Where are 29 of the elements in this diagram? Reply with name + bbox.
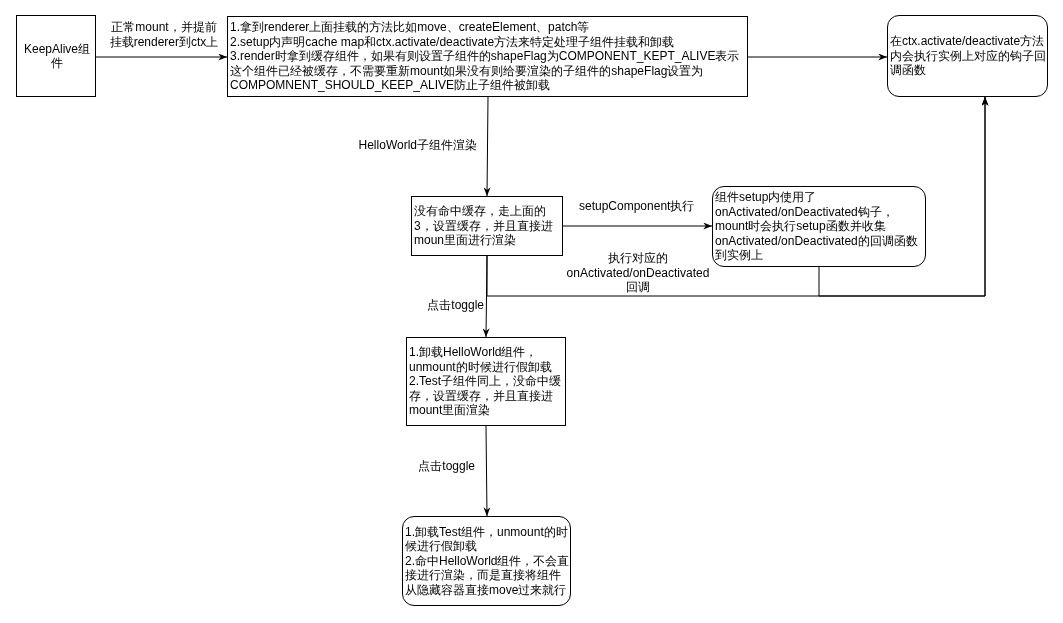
box-text: KeepAlive组件 [22, 41, 91, 71]
rounded-box [402, 516, 571, 606]
box-text: 2.Test子组件同上，没命中缓存，设置缓存，并且直接进mount里面渲染 [409, 374, 562, 418]
box-text: 2.命中HelloWorld组件，不会直接进行渲染，而是直接将组件从隐藏容器直接move过来就行 [405, 553, 570, 598]
box-text: 3.render时拿到缓存组件，如果有则设置子组件的shapeFlag为COMPONENT_KEPT_ALIVE表示这个组件已经被缓存，不需要重新mount如果没有则给要渲染的子组件的shapeFlag设置为COMPOMNENT_SHOULD_KEEP_ALIVE防止子组件被卸载 [230, 49, 741, 93]
edge-label: 点击toggle [418, 459, 475, 474]
arrow [483, 96, 491, 197]
edge-label: 执行对应的onActivated/onDeactivated回调 [565, 251, 711, 295]
arrow [562, 222, 713, 230]
arrow [482, 255, 490, 338]
process-box [411, 196, 563, 256]
box-text: 没有命中缓存，走上面的3，设置缓存，并且直接进moun里面进行渲染 [414, 204, 554, 248]
edge-label: setupComponent执行 [579, 199, 695, 214]
box-text: 1.拿到renderer上面挂载的方法比如move、createElement、patch等 [230, 20, 590, 35]
box-text: 1.卸载Test组件，unmount的时候进行假卸载 [405, 524, 569, 554]
box-text: 在ctx.activate/deactivate方法内会执行实例上对应的钩子回调函数 [890, 34, 1047, 78]
arrow [483, 425, 491, 517]
rounded-box [887, 15, 1048, 97]
box-text: 组件setup内使用了onActivated/onDeactivated钩子，mount时会执行setup函数并收集onActivated/onDeactivated的回调函数到实例上 [715, 190, 919, 263]
edge-label: HelloWorld子组件渲染 [358, 138, 477, 153]
arrow [818, 96, 989, 297]
edge-label: 点击toggle [427, 298, 484, 313]
process-box [406, 337, 566, 426]
arrow [95, 53, 228, 61]
box-text: 1.卸载HelloWorld组件，unmount的时候进行假卸载 [409, 345, 553, 375]
arrow [747, 53, 888, 61]
process-box [227, 16, 748, 97]
process-box [16, 15, 96, 97]
box-text: 2.setup内声明cache map和ctx.activate/deactivate方法来特定处理子组件挂载和卸载 [230, 34, 675, 50]
